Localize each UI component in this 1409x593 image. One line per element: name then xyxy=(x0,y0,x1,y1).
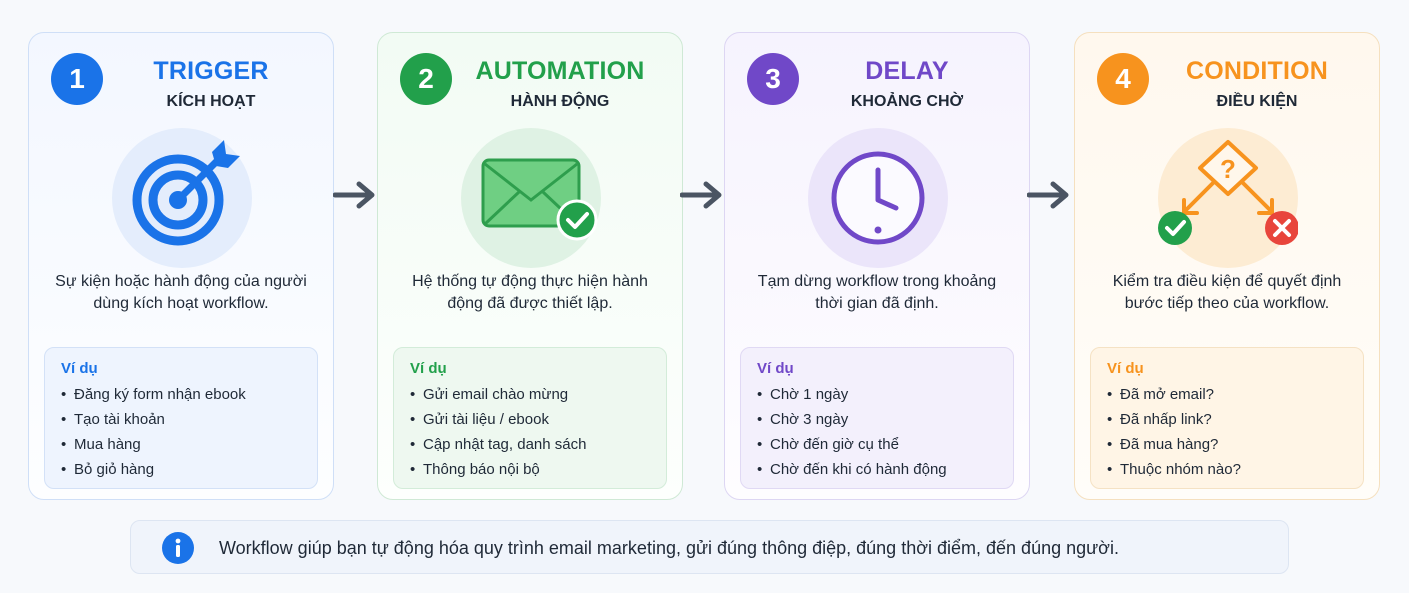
list-item: Cập nhật tag, danh sách xyxy=(410,432,650,457)
step-number-badge: 1 xyxy=(51,53,103,105)
list-item: Chờ đến giờ cụ thể xyxy=(757,432,997,457)
example-title: Ví dụ xyxy=(757,360,794,377)
step-number-badge: 2 xyxy=(400,53,452,105)
list-item: Đã nhấp link? xyxy=(1107,407,1347,432)
example-box: Ví dụ Gửi email chào mừng Gửi tài liệu /… xyxy=(393,347,667,489)
step-card-trigger: 1 TRIGGER KÍCH HOẠT Sự kiện hoặc hành độ… xyxy=(28,32,334,500)
envelope-check-icon xyxy=(461,128,601,268)
list-item: Gửi email chào mừng xyxy=(410,382,650,407)
step-description: Tạm dừng workflow trong khoảng thời gian… xyxy=(757,273,997,312)
step-number-badge: 4 xyxy=(1097,53,1149,105)
example-title: Ví dụ xyxy=(61,360,98,377)
step-number-badge: 3 xyxy=(747,53,799,105)
example-title: Ví dụ xyxy=(1107,360,1144,377)
list-item: Đăng ký form nhận ebook xyxy=(61,382,301,407)
list-item: Bỏ giỏ hàng xyxy=(61,457,301,482)
example-box: Ví dụ Chờ 1 ngày Chờ 3 ngày Chờ đến giờ … xyxy=(740,347,1014,489)
step-title: AUTOMATION xyxy=(475,57,645,85)
list-item: Chờ 3 ngày xyxy=(757,407,997,432)
list-item: Đã mở email? xyxy=(1107,382,1347,407)
target-icon xyxy=(112,128,252,268)
example-box: Ví dụ Đăng ký form nhận ebook Tạo tài kh… xyxy=(44,347,318,489)
arrow-right-icon xyxy=(680,181,722,209)
list-item: Thuộc nhóm nào? xyxy=(1107,457,1347,482)
list-item: Tạo tài khoản xyxy=(61,407,301,432)
step-subtitle: ĐIỀU KIỆN xyxy=(1216,93,1298,110)
info-text: Workflow giúp bạn tự động hóa quy trình … xyxy=(219,538,1119,558)
example-title: Ví dụ xyxy=(410,360,447,377)
step-card-delay: 3 DELAY KHOẢNG CHỜ Tạm dừng workflow tro… xyxy=(724,32,1030,500)
step-title: TRIGGER xyxy=(153,57,269,85)
decision-branch-icon: ? xyxy=(1158,128,1299,268)
clock-icon xyxy=(808,128,948,268)
list-item: Thông báo nội bộ xyxy=(410,457,650,482)
arrow-right-icon xyxy=(333,181,375,209)
step-description: Sự kiện hoặc hành động của người dùng kí… xyxy=(55,273,307,312)
info-banner: Workflow giúp bạn tự động hóa quy trình … xyxy=(130,520,1289,574)
info-icon xyxy=(162,532,194,564)
svg-text:?: ? xyxy=(1220,154,1236,184)
step-description: Kiểm tra điều kiện để quyết định bước ti… xyxy=(1112,273,1342,312)
list-item: Chờ đến khi có hành động xyxy=(757,457,997,482)
list-item: Chờ 1 ngày xyxy=(757,382,997,407)
list-item: Đã mua hàng? xyxy=(1107,432,1347,457)
step-subtitle: KHOẢNG CHỜ xyxy=(850,93,964,110)
step-card-condition: 4 CONDITION ĐIỀU KIỆN ? Kiểm tra điều ki… xyxy=(1074,32,1380,500)
example-box: Ví dụ Đã mở email? Đã nhấp link? Đã mua … xyxy=(1090,347,1364,489)
list-item: Gửi tài liệu / ebook xyxy=(410,407,650,432)
step-title: CONDITION xyxy=(1185,57,1329,85)
step-title: DELAY xyxy=(865,57,949,85)
list-item: Mua hàng xyxy=(61,432,301,457)
step-description: Hệ thống tự động thực hiện hành động đã … xyxy=(412,273,648,312)
step-card-automation: 2 AUTOMATION HÀNH ĐỘNG Hệ thống tự động … xyxy=(377,32,683,500)
step-subtitle: KÍCH HOẠT xyxy=(166,93,256,110)
arrow-right-icon xyxy=(1027,181,1069,209)
step-subtitle: HÀNH ĐỘNG xyxy=(510,93,610,110)
